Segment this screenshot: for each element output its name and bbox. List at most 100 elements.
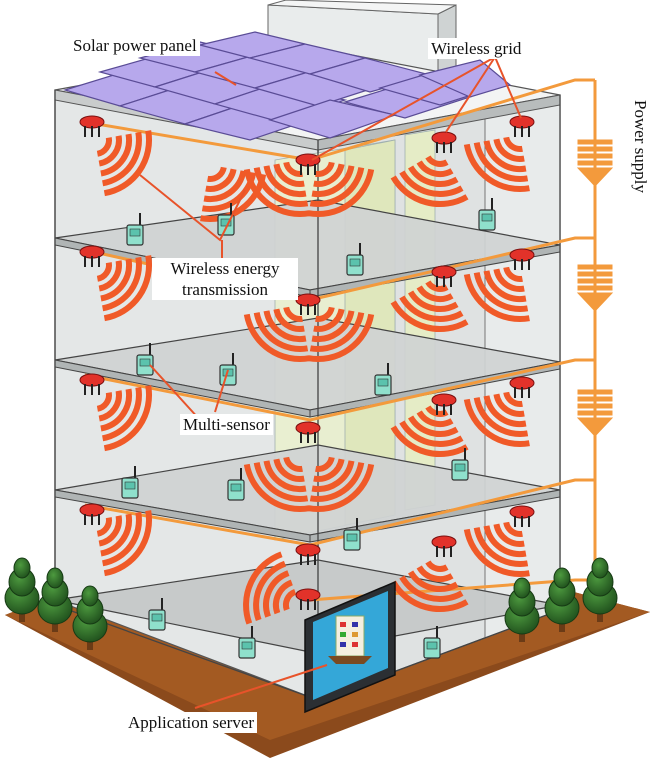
wave-arc [96, 392, 112, 412]
wave-group [96, 130, 152, 197]
wave-arc [416, 410, 454, 427]
wave-arc [473, 526, 529, 567]
label-wireless-grid: Wireless grid [428, 38, 525, 59]
emitter [295, 153, 321, 175]
wave-arc [483, 140, 527, 172]
emitter [431, 535, 457, 557]
wave-arc [263, 310, 307, 342]
emitter [295, 293, 321, 315]
solar-panels [62, 31, 512, 141]
wave-arc [390, 175, 469, 208]
wave-arc [263, 570, 290, 618]
wave-arc [103, 255, 152, 322]
wave-arc [253, 166, 309, 207]
emitter [509, 505, 535, 527]
wave-arc [243, 463, 310, 512]
wave-arc [283, 306, 303, 322]
wave-arc [100, 133, 132, 177]
multi-sensor-device [423, 626, 441, 659]
wave-arc [483, 395, 527, 427]
wave-arc [390, 580, 469, 613]
emitter [509, 115, 535, 137]
wave-arc [96, 262, 112, 282]
wave-arc [100, 258, 132, 302]
power-supply-symbols [576, 139, 614, 437]
wave-group [308, 161, 375, 217]
wave-arc [205, 168, 237, 192]
wave-arc [473, 396, 529, 437]
label-wireless-energy-line1: Wireless energy [170, 259, 280, 278]
wave-arc [263, 165, 307, 197]
wave-arc [273, 308, 305, 332]
wave-group [96, 510, 152, 577]
wave-arc [253, 560, 287, 622]
wave-arc [408, 415, 459, 437]
wave-arc [493, 268, 525, 292]
wave-arc [253, 461, 309, 502]
application-server [304, 580, 396, 714]
wave-arc [399, 420, 464, 447]
wave-arc [408, 290, 459, 312]
wave-arc [100, 388, 132, 432]
wave-arc [463, 398, 530, 447]
wave-arc [308, 313, 375, 362]
multi-sensor-device [451, 448, 469, 481]
wave-arc [203, 170, 247, 202]
multi-sensor-device [136, 343, 154, 376]
wave-arc [313, 308, 345, 332]
wave-arc [101, 131, 142, 187]
wave-arc [463, 273, 530, 322]
wave-arc [309, 311, 365, 352]
wave-arc [98, 515, 122, 547]
wave-group [390, 155, 469, 208]
emitter [509, 376, 535, 398]
multi-sensor-device [238, 626, 256, 659]
wave-arc [98, 390, 122, 422]
wave-arc [101, 511, 142, 567]
label-wireless-energy-line2: transmission [182, 280, 268, 299]
pointer-lines [139, 56, 522, 709]
wave-arc [483, 525, 527, 557]
wave-group [390, 280, 469, 333]
wave-arc [273, 163, 305, 187]
wave-arc [493, 523, 525, 547]
wave-arc [503, 266, 523, 282]
wave-group [243, 306, 310, 362]
wave-arc [308, 168, 375, 217]
wave-group [463, 521, 530, 577]
wave-arc [399, 295, 464, 322]
emitter [431, 393, 457, 415]
multi-sensor-device [374, 363, 392, 396]
wave-arc [309, 461, 365, 502]
wave-arc [408, 570, 459, 592]
multi-sensor-device [126, 213, 144, 246]
wave-arc [493, 138, 525, 162]
tree [544, 567, 580, 632]
wave-group [308, 306, 375, 362]
multi-sensor-device [346, 243, 364, 276]
wave-arc [473, 141, 529, 182]
wave-arc [103, 130, 152, 197]
label-power-supply: Power supply [631, 100, 650, 194]
wave-arc [315, 456, 335, 472]
wave-arc [408, 165, 459, 187]
tree [72, 585, 108, 650]
wave-arc [263, 460, 307, 492]
emitter [295, 543, 321, 565]
wave-arc [309, 166, 365, 207]
label-solar-power-panel: Solar power panel [70, 35, 200, 56]
wave-arc [416, 160, 454, 177]
wireless-waves [96, 130, 530, 625]
wave-arc [503, 521, 523, 537]
wave-arc [201, 171, 257, 212]
wave-group [390, 405, 469, 458]
wave-arc [283, 456, 303, 472]
tree [37, 567, 73, 632]
emitter [79, 373, 105, 395]
wave-arc [473, 271, 529, 312]
wave-arc [96, 137, 112, 157]
wave-group [96, 255, 152, 322]
wave-arc [425, 155, 449, 167]
wave-arc [207, 166, 227, 182]
